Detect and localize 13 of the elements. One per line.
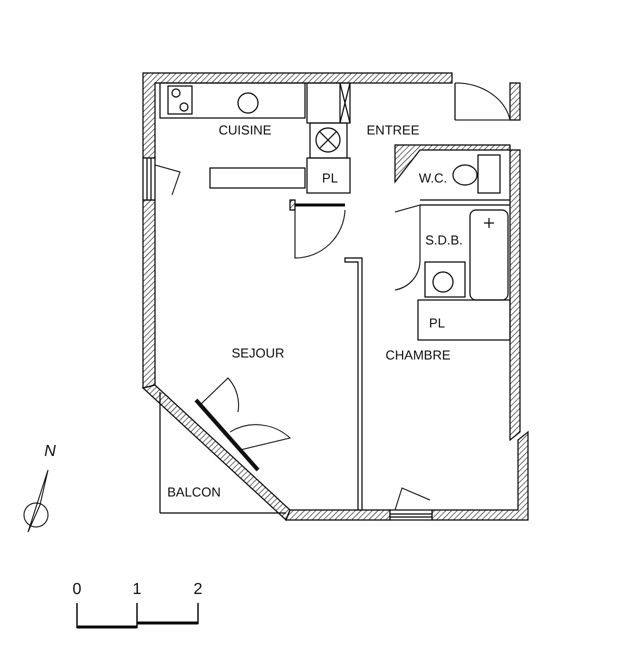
room-label: SEJOUR <box>232 346 284 360</box>
scale-label: 2 <box>194 582 202 598</box>
closet-label: PL <box>429 316 445 330</box>
room-label: W.C. <box>418 172 448 184</box>
room-label: BALCON <box>167 486 221 498</box>
scale-label: 0 <box>72 582 82 598</box>
north-label: N <box>44 444 56 460</box>
room-label: ENTREE <box>366 124 420 136</box>
room-label: S.D.B. <box>425 234 463 246</box>
room-label: CHAMBRE <box>386 348 450 362</box>
closet-label: PL <box>322 172 338 184</box>
room-label: CUISINE <box>218 124 272 136</box>
scale-label: 1 <box>132 582 142 598</box>
